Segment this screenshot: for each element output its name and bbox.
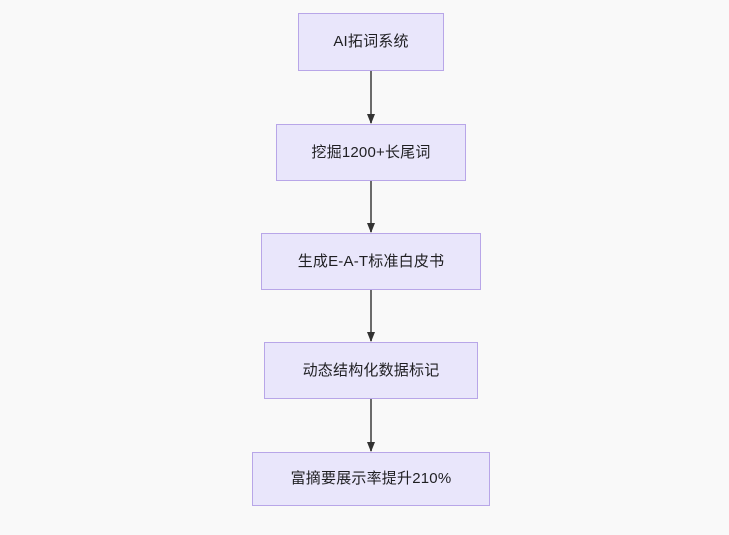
node-label: 挖掘1200+长尾词 [311,143,431,161]
flowchart-node-rich-snippet-impression-uplift[interactable]: 富摘要展示率提升210% [252,452,490,506]
node-label: AI拓词系统 [333,33,409,50]
flowchart-node-dynamic-structured-data-markup[interactable]: 动态结构化数据标记 [264,342,478,399]
flowchart-node-ai-keyword-system[interactable]: AI拓词系统 [298,13,444,71]
node-label: 动态结构化数据标记 [302,361,440,379]
node-label: 生成E-A-T标准白皮书 [297,252,445,270]
flowchart-node-generate-eat-whitepaper[interactable]: 生成E-A-T标准白皮书 [261,233,481,290]
node-label: 富摘要展示率提升210% [290,470,452,487]
flowchart-node-mine-longtail-keywords[interactable]: 挖掘1200+长尾词 [276,124,466,181]
